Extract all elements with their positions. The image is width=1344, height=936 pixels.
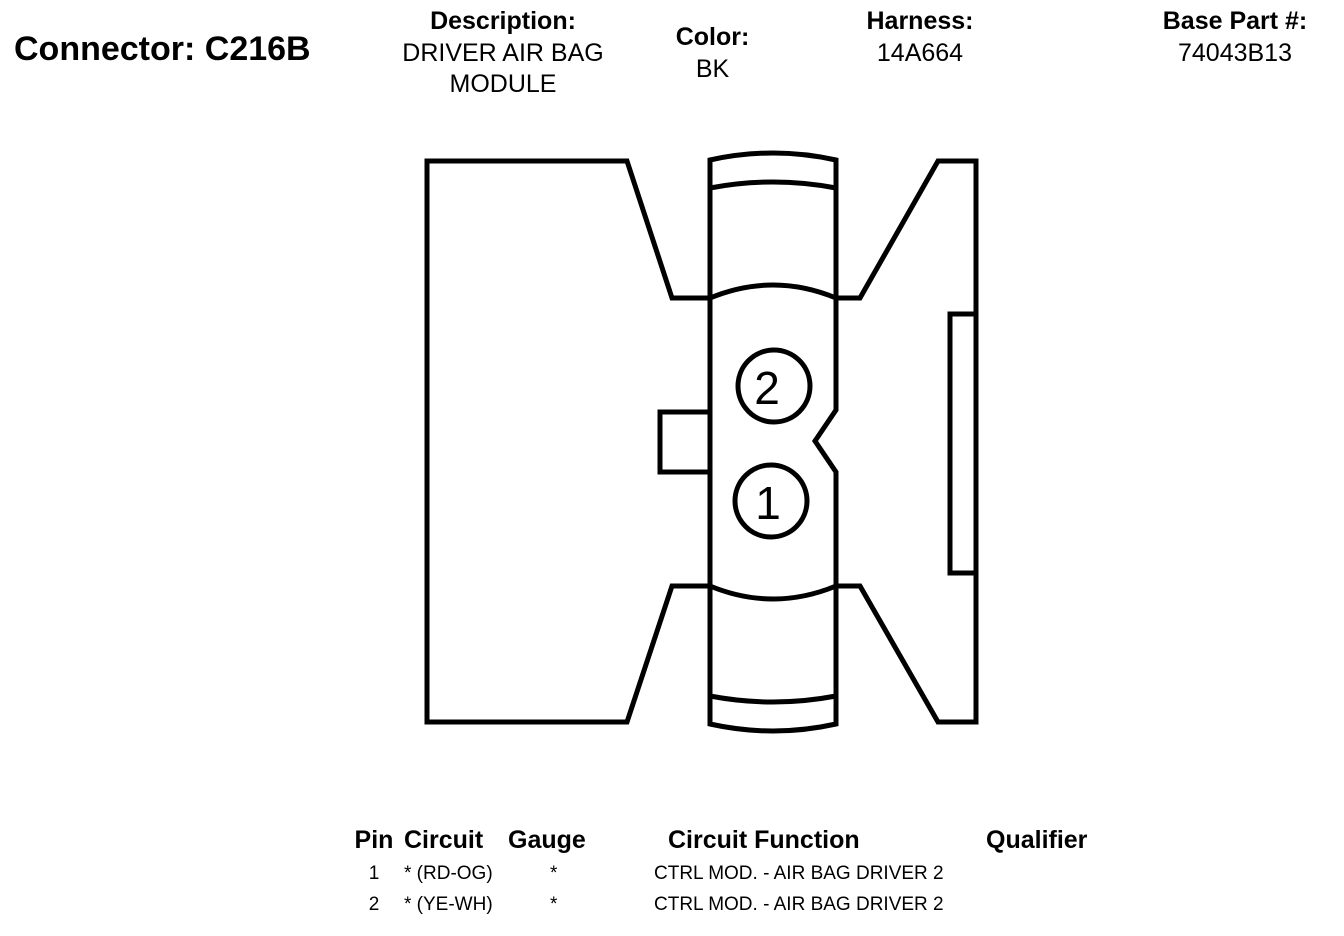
pin-cavity-2 — [735, 347, 813, 425]
right-housing-outline — [836, 158, 979, 725]
top-band-line — [709, 179, 837, 191]
pin-cavity-1 — [732, 462, 810, 540]
pin-label-2: 2 — [754, 362, 780, 414]
row-circuit-function: CTRL MOD. - AIR BAG DRIVER 2 — [654, 893, 944, 915]
harness-value: 14A664 — [876, 39, 964, 67]
pin-table-header-row: Pin Circuit Gauge Circuit Function Quali… — [344, 822, 1116, 858]
description-label: Description: — [430, 7, 576, 35]
bottom-arc — [709, 583, 837, 602]
header-pin: Pin — [354, 825, 394, 854]
description-block: Description: DRIVER AIR BAG MODULE — [380, 4, 626, 100]
row-circuit: * (YE-WH) — [404, 893, 493, 915]
color-block: Color: BK — [655, 20, 770, 85]
harness-label: Harness: — [866, 7, 974, 35]
description-line-2: MODULE — [449, 70, 557, 98]
connector-title: Connector: C216B — [14, 30, 311, 68]
table-row: 2 * (YE-WH) * CTRL MOD. - AIR BAG DRIVER… — [344, 889, 1116, 920]
pin-table: Pin Circuit Gauge Circuit Function Quali… — [344, 822, 1116, 920]
header-circuit-function: Circuit Function — [668, 825, 860, 854]
row-gauge: * — [550, 862, 558, 884]
table-row: 1 * (RD-OG) * CTRL MOD. - AIR BAG DRIVER… — [344, 858, 1116, 889]
harness-block: Harness: 14A664 — [820, 4, 1020, 69]
header-circuit: Circuit — [404, 825, 484, 854]
pin-label-1: 1 — [755, 477, 781, 529]
header-qualifier: Qualifier — [986, 825, 1088, 854]
base-part-label: Base Part #: — [1162, 7, 1308, 35]
header-gauge: Gauge — [508, 825, 586, 854]
row-circuit-function: CTRL MOD. - AIR BAG DRIVER 2 — [654, 862, 944, 884]
description-line-1: DRIVER AIR BAG — [402, 39, 604, 67]
bottom-band-line — [709, 693, 837, 705]
base-part-block: Base Part #: 74043B13 — [1130, 4, 1340, 69]
row-circuit: * (RD-OG) — [404, 862, 493, 884]
left-housing-outline — [424, 158, 713, 725]
top-arc — [709, 282, 837, 301]
row-pin: 2 — [368, 893, 380, 915]
right-latch — [947, 311, 976, 576]
color-label: Color: — [675, 23, 750, 51]
row-qualifier — [986, 889, 1116, 920]
center-body-outline — [707, 150, 839, 734]
color-value: BK — [695, 55, 730, 83]
row-gauge: * — [550, 893, 558, 915]
row-pin: 1 — [368, 862, 380, 884]
row-qualifier — [986, 858, 1116, 889]
base-part-value: 74043B13 — [1177, 39, 1292, 67]
